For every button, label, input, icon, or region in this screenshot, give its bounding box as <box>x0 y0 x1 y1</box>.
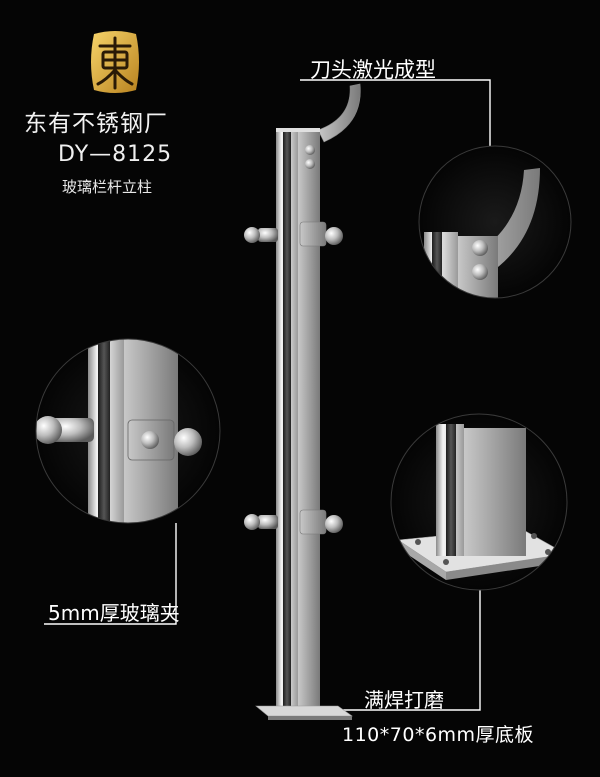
detail-circle-clamp <box>35 338 221 524</box>
callout-base-plate-label: 110*70*6mm厚底板 <box>342 724 535 746</box>
callout-laser-cut-label: 刀头激光成型 <box>310 58 436 82</box>
product-name: 玻璃栏杆立柱 <box>62 178 153 196</box>
leader-line-top <box>300 79 491 146</box>
leader-line-weld <box>340 590 481 711</box>
detail-circle-base <box>390 413 568 591</box>
brand-logo <box>88 30 142 94</box>
detail-circle-top <box>418 145 572 299</box>
callout-glass-clamp-label: 5mm厚玻璃夹 <box>48 601 180 625</box>
railing-post <box>244 83 361 720</box>
model-number: DY—8125 <box>58 142 173 167</box>
leader-line-clamp <box>44 523 177 625</box>
callout-weld-label: 满焊打磨 <box>364 688 444 712</box>
logo-seal-icon <box>91 31 139 93</box>
company-name: 东有不锈钢厂 <box>24 111 168 137</box>
